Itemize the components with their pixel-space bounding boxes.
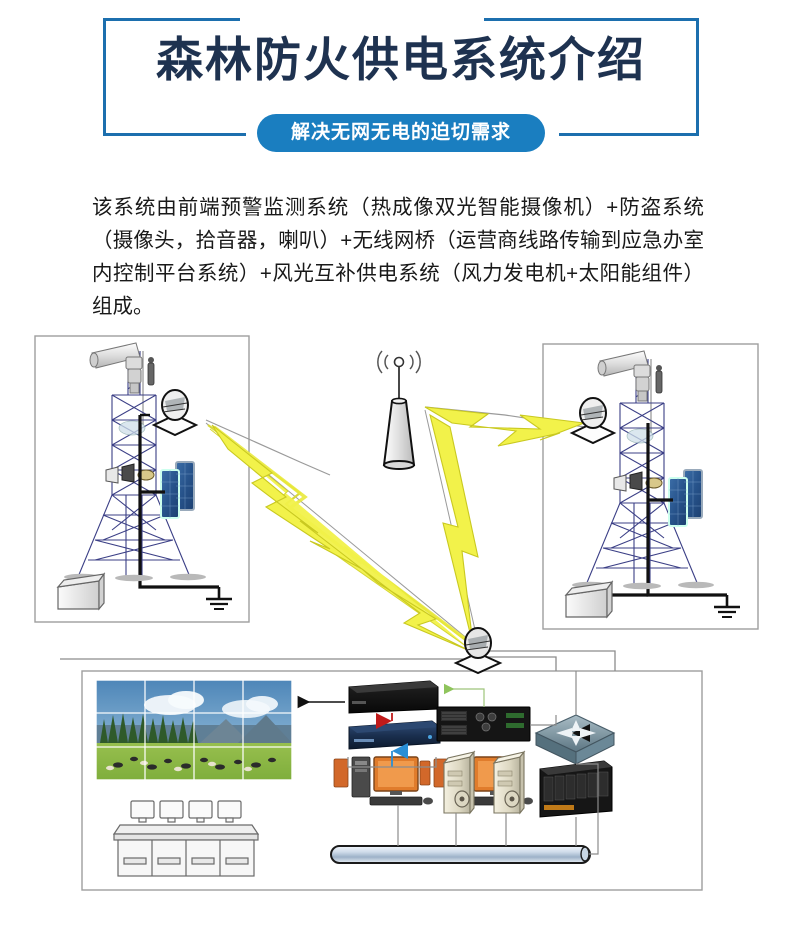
wireless-link-center-to-right [424,406,586,646]
server-tower-2 [492,750,526,815]
cable-center-horizontal [480,650,616,671]
horn-speakers-right [613,471,663,492]
wireless-link-left-bolt [211,424,471,652]
diagram-canvas [34,335,759,891]
wireless-ap-antenna [377,350,421,470]
frame-edge-left [103,18,106,136]
ptz-camera-left [89,342,155,394]
frame-edge-bottom-left [103,133,246,136]
horn-speakers-left [105,463,155,484]
storage-array [539,760,613,818]
nvr-device [348,720,441,750]
frame-edge-bottom-right [559,133,699,136]
battery-cabinet-right [564,580,614,619]
bridge-right-node [569,397,617,445]
ground-symbol-left [206,587,232,610]
frame-edge-top-left [103,18,240,21]
ptz-camera-right [597,350,663,402]
tower-site-right [564,350,740,619]
network-bus [330,845,591,864]
control-room-contents [95,671,616,877]
server-tower-1 [442,750,476,815]
ground-symbol-right [714,595,740,618]
intro-paragraph: 该系统由前端预警监测系统（热成像双光智能摄像机）+防盗系统（摄像头，拾音器，喇叭… [92,195,704,319]
tower-site-left [56,342,232,611]
lattice-tower-right [585,359,699,586]
system-diagram: 前端监控塔站点（左） 前端监控塔站点（右） 室内控制平台系统 电视墙 操作台 [0,315,790,915]
cable-center-to-room [480,656,557,671]
bridge-center-node [453,627,503,675]
frame-edge-right [696,18,699,136]
room-cabling [347,671,599,855]
matrix-device [436,706,531,742]
page-title: 森林防火供电系统介绍 [156,33,646,86]
battery-cabinet-left [56,572,106,611]
solar-panel-left [160,461,195,519]
solar-panel-right [668,469,703,527]
decoder-device [348,680,439,714]
subtitle-badge: 解决无网无电的迫切需求 [256,114,546,152]
header-frame: 森林防火供电系统介绍 解决无网无电的迫切需求 [103,18,699,152]
video-wall [95,679,293,781]
bridge-left-node [151,389,199,437]
operator-console [112,800,260,877]
frame-edge-top-right [484,18,699,21]
